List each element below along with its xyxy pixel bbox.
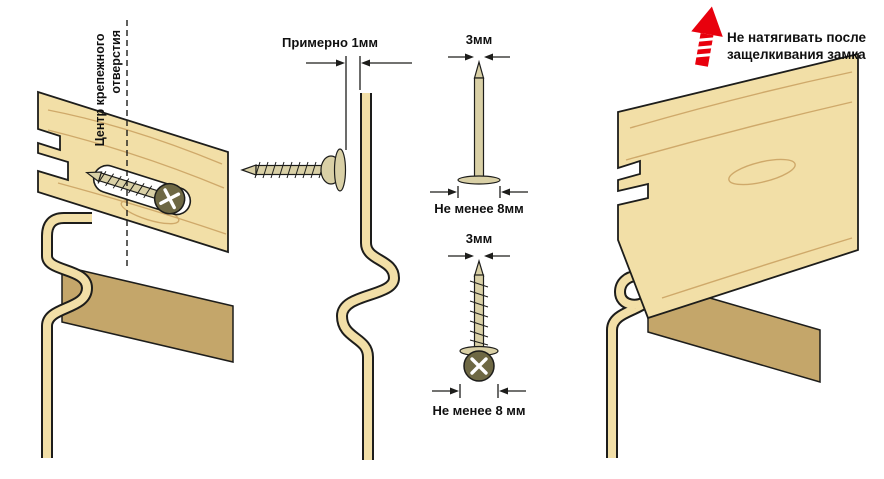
siding-panel-right bbox=[617, 52, 859, 320]
nail-shaft bbox=[473, 77, 485, 179]
wood-grain-right bbox=[625, 71, 853, 299]
right-figure: Не натягивать после защелкивания замка bbox=[606, 6, 866, 458]
screw-dia-arrow-right-head bbox=[484, 252, 493, 260]
dim-arrow-right-head bbox=[361, 59, 370, 67]
dim-arrow-left-head bbox=[336, 59, 345, 67]
trim-profile bbox=[43, 214, 92, 458]
wood-grain-swirl-right bbox=[728, 158, 796, 186]
phillips-cross-vertical-icon bbox=[470, 357, 488, 375]
nail-diameter-label: 3мм bbox=[466, 32, 492, 47]
batten-strip bbox=[61, 265, 234, 363]
wood-grain bbox=[47, 109, 227, 235]
center-hole-label-line1: Центр крепежного bbox=[93, 33, 107, 146]
pull-up-arrow-group bbox=[691, 6, 723, 67]
gap-screw-flange bbox=[333, 148, 347, 192]
nail-dia-arrow-right-head bbox=[484, 53, 493, 61]
screw-shaft-vertical bbox=[473, 274, 485, 348]
phillips-cross-icon bbox=[159, 188, 181, 210]
middle-figure: Примерно 1мм bbox=[240, 35, 412, 460]
nail-head-size-label: Не менее 8мм bbox=[434, 201, 523, 216]
red-arrow-stripes bbox=[693, 36, 720, 58]
screw-head-size-label: Не менее 8 мм bbox=[432, 403, 525, 418]
screw-diameter-label: 3мм bbox=[466, 231, 492, 246]
nail-dia-arrow-left-head bbox=[465, 53, 474, 61]
center-hole-label: Центр крепежного отверстия bbox=[93, 30, 123, 146]
screw-threads-vertical bbox=[469, 280, 489, 346]
nail-head bbox=[457, 175, 501, 185]
screw-figure: 3мм Не менее 8 мм bbox=[432, 231, 526, 418]
lock-warning-line2: защелкивания замка bbox=[727, 47, 866, 62]
nail-figure: 3мм Не менее 8мм bbox=[430, 32, 528, 216]
left-figure: Центр крепежного отверстия bbox=[37, 20, 234, 458]
lock-warning-line1: Не натягивать после bbox=[727, 30, 866, 45]
screw-head-arrow-left-head bbox=[450, 387, 459, 395]
screw-threads bbox=[97, 171, 153, 199]
screw-dia-arrow-left-head bbox=[465, 252, 474, 260]
screw-head-arrow-right-head bbox=[499, 387, 508, 395]
fastening-slot-group bbox=[84, 164, 192, 216]
gap-screw-shaft bbox=[255, 164, 331, 176]
nail-head-arrow-right-head bbox=[501, 188, 510, 196]
nail-head-arrow-left-head bbox=[448, 188, 457, 196]
siding-edge-profile bbox=[338, 93, 398, 460]
center-hole-label-line2: отверстия bbox=[109, 30, 123, 94]
gap-dimension-label: Примерно 1мм bbox=[282, 35, 378, 50]
red-up-arrow-icon bbox=[691, 6, 723, 37]
